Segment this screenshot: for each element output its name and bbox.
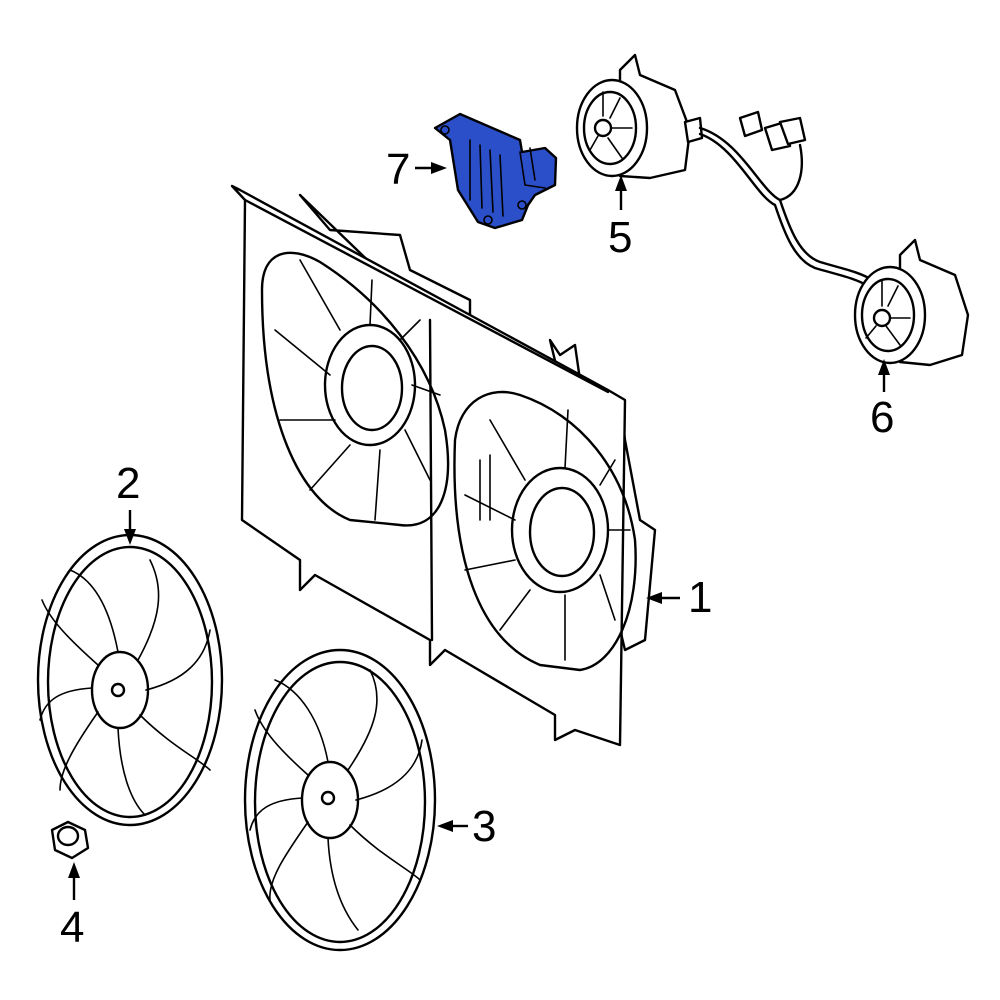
callout-2-label: 2: [116, 459, 140, 508]
fan-motor-lower[interactable]: [853, 238, 970, 367]
fan-blade-right[interactable]: [243, 648, 437, 952]
callout-2: 2: [116, 459, 140, 545]
callout-3-label: 3: [472, 802, 496, 851]
callout-5: 5: [608, 175, 632, 262]
callout-6: 6: [870, 359, 894, 442]
fan-shroud[interactable]: [230, 184, 657, 747]
callout-4-label: 4: [60, 903, 84, 952]
fan-blade-left[interactable]: [36, 533, 224, 827]
callout-1: 1: [646, 573, 712, 622]
callout-6-label: 6: [870, 393, 894, 442]
fan-motor-upper[interactable]: [575, 53, 704, 180]
callout-1-label: 1: [688, 573, 712, 622]
callout-7-label: 7: [386, 145, 410, 194]
callout-5-label: 5: [608, 213, 632, 262]
wire-harness: [698, 110, 874, 288]
fan-control-module[interactable]: [433, 112, 558, 230]
callout-7: 7: [386, 145, 447, 194]
callout-4: 4: [60, 862, 84, 952]
callout-3: 3: [437, 802, 496, 851]
fan-nut[interactable]: [50, 820, 90, 860]
